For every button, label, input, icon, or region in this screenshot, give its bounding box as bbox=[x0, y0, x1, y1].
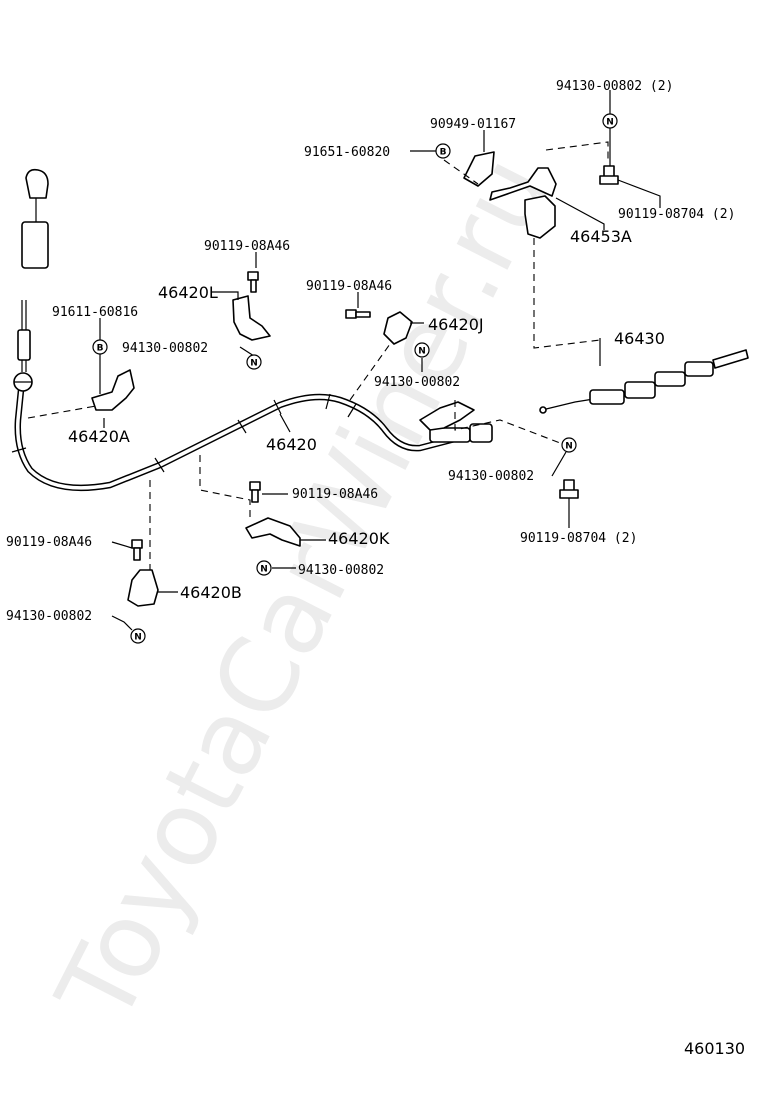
bolt-symbol-91611: B bbox=[92, 339, 108, 355]
label-94130-00802-top: 94130-00802 (2) bbox=[556, 79, 673, 94]
bracket-46420A bbox=[91, 369, 135, 411]
label-94130-00802-c: 94130-00802 bbox=[374, 375, 460, 390]
clamp-rear bbox=[419, 401, 475, 431]
svg-text:B: B bbox=[97, 344, 104, 354]
label-46420B: 46420B bbox=[180, 583, 242, 602]
label-90119-08704-upper: 90119-08704 (2) bbox=[618, 207, 735, 222]
nut-symbol-94130-b: N bbox=[246, 354, 262, 370]
bracket-46420B bbox=[127, 539, 159, 607]
label-91651-60820: 91651-60820 bbox=[304, 145, 390, 160]
bolt-90119-08704-lower bbox=[559, 479, 579, 499]
label-46420: 46420 bbox=[266, 435, 317, 454]
bracket-46420L bbox=[232, 271, 271, 341]
label-46420A: 46420A bbox=[68, 427, 130, 446]
label-90119-08A46-c: 90119-08A46 bbox=[292, 487, 378, 502]
label-90119-08A46-b: 90119-08A46 bbox=[306, 279, 392, 294]
guide-lines bbox=[27, 141, 609, 570]
label-46420J: 46420J bbox=[428, 315, 484, 334]
label-90949-01167: 90949-01167 bbox=[430, 117, 516, 132]
label-46430: 46430 bbox=[614, 329, 665, 348]
watermark: ToyotaCarWiner.ru bbox=[33, 137, 575, 1042]
cable-upper-end bbox=[13, 300, 33, 392]
label-46420K: 46420K bbox=[328, 529, 390, 548]
bracket-46420J bbox=[345, 309, 413, 345]
parking-brake-lever-handle bbox=[21, 168, 49, 269]
rear-cable-46430 bbox=[539, 349, 749, 414]
nut-symbol-94130-f: N bbox=[130, 628, 146, 644]
nut-symbol-94130-top: N bbox=[602, 113, 618, 129]
parking-brake-cable-46420 bbox=[11, 376, 493, 492]
nut-symbol-94130-e: N bbox=[256, 560, 272, 576]
bolt-90119-08704-upper bbox=[599, 165, 619, 185]
label-90119-08A46-a: 90119-08A46 bbox=[204, 239, 290, 254]
figure-number: 460130 bbox=[684, 1039, 745, 1058]
bracket-46453A bbox=[489, 167, 557, 239]
label-94130-00802-d: 94130-00802 bbox=[448, 469, 534, 484]
label-94130-00802-e: 94130-00802 bbox=[298, 563, 384, 578]
svg-text:N: N bbox=[250, 359, 258, 369]
svg-text:N: N bbox=[565, 442, 573, 452]
svg-text:N: N bbox=[418, 347, 426, 357]
label-94130-00802-f: 94130-00802 bbox=[6, 609, 92, 624]
plate-90949-01167 bbox=[463, 151, 495, 187]
nut-symbol-94130-d: N bbox=[561, 437, 577, 453]
label-46420L: 46420L bbox=[158, 283, 218, 302]
label-90119-08A46-d: 90119-08A46 bbox=[6, 535, 92, 550]
bolt-symbol-91651: B bbox=[435, 143, 451, 159]
label-90119-08704-lower: 90119-08704 (2) bbox=[520, 531, 637, 546]
leader-lines bbox=[99, 90, 661, 631]
svg-text:N: N bbox=[260, 565, 268, 575]
label-94130-00802-b: 94130-00802 bbox=[122, 341, 208, 356]
svg-text:B: B bbox=[440, 148, 447, 158]
bracket-46420K bbox=[245, 481, 301, 547]
label-91611-60816: 91611-60816 bbox=[52, 305, 138, 320]
nut-symbol-94130-c: N bbox=[414, 342, 430, 358]
svg-text:N: N bbox=[606, 118, 614, 128]
svg-text:N: N bbox=[134, 633, 142, 643]
label-46453A: 46453A bbox=[570, 227, 632, 246]
